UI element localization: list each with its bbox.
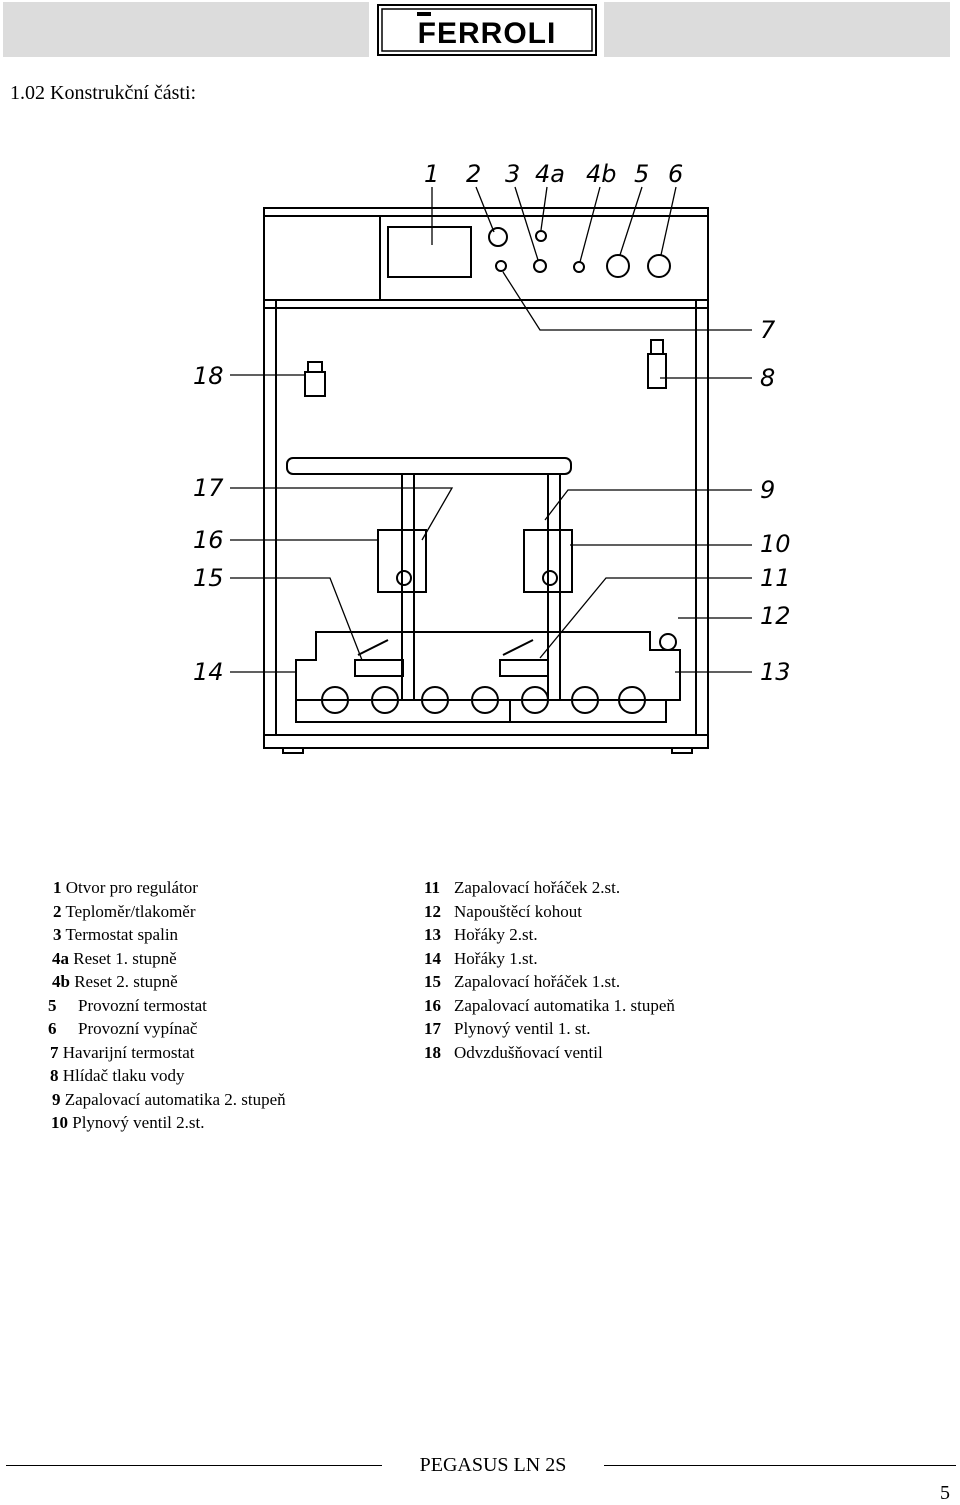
diagram-label-9: 9 [760, 476, 775, 504]
diagram-label-4a: 4a [535, 160, 565, 188]
section-title: 1.02 Konstrukční části: [10, 82, 197, 104]
legend-item: 13 Hořáky 2.st. [424, 923, 844, 947]
legend-item: 8 Hlídač tlaku vody [0, 1064, 400, 1088]
legend-right: 11 Zapalovací hořáček 2.st. 12 Napouštěcí … [424, 876, 844, 1064]
legend-text: Otvor pro regulátor [65, 878, 198, 897]
footer-rule-right [604, 1465, 956, 1466]
legend-num: 9 [52, 1089, 61, 1109]
diagram-label-7: 7 [760, 316, 776, 344]
legend-item: 4a Reset 1. stupně [0, 947, 400, 971]
footer-title: PEGASUS LN 2S [419, 1454, 567, 1476]
legend-num: 8 [50, 1066, 59, 1085]
legend-text: Havarijní termostat [62, 1042, 195, 1062]
diagram-label-11: 11 [760, 564, 791, 592]
legend-item: 17 Plynový ventil 1. st. [424, 1017, 844, 1041]
legend-item: 14 Hořáky 1.st. [424, 947, 844, 971]
legend-num: 7 [50, 1042, 59, 1062]
legend-text: Reset 2. stupně [74, 972, 178, 991]
diagram-label-14: 14 [193, 658, 224, 686]
diagram-label-17: 17 [193, 474, 224, 502]
legend-item: 1 Otvor pro regulátor [0, 876, 400, 900]
legend-text: Odvzdušňovací ventil [454, 1042, 603, 1062]
legend-text: Napouštěcí kohout [454, 901, 582, 921]
legend-text: Zapalovací hořáček 1.st. [454, 972, 621, 991]
legend-item: 18 Odvzdušňovací ventil [424, 1041, 844, 1065]
legend-num: 15 [424, 972, 441, 991]
legend-item: 5 Provozní termostat [0, 994, 400, 1018]
legend-item: 6 Provozní vypínač [0, 1017, 400, 1041]
legend-text: Reset 1. stupně [73, 948, 177, 968]
legend-text: Hlídač tlaku vody [62, 1066, 185, 1085]
legend-num: 12 [424, 901, 441, 921]
header-bar-right [604, 2, 950, 57]
legend-num: 4a [52, 948, 69, 968]
diagram-label-1: 1 [424, 160, 439, 188]
legend-text: Plynový ventil 2.st. [72, 1113, 205, 1132]
diagram-label-3: 3 [505, 160, 520, 188]
legend-item: 11 Zapalovací hořáček 2.st. [424, 876, 844, 900]
legend-num: 5 [48, 995, 57, 1015]
footer-rule-left [6, 1465, 382, 1466]
legend-text: Hořáky 1.st. [454, 948, 538, 968]
legend-num: 11 [424, 878, 441, 897]
diagram-label-6: 6 [668, 160, 683, 188]
diagram-label-10: 10 [760, 530, 791, 558]
legend-num: 16 [424, 995, 441, 1015]
diagram-label-4b: 4b [586, 160, 617, 188]
legend-item: 7 Havarijní termostat [0, 1041, 400, 1065]
legend-item: 10 Plynový ventil 2.st. [0, 1111, 400, 1135]
boiler-diagram: 1 2 3 4a 4b 5 6 7 8 9 10 11 12 13 14 15 … [193, 160, 791, 754]
legend-num: 10 [51, 1113, 68, 1132]
legend-text: Provozní vypínač [78, 1019, 198, 1038]
legend-num: 17 [424, 1019, 441, 1038]
header-bar-left [3, 2, 369, 57]
diagram-label-5: 5 [634, 160, 649, 188]
legend-num: 1 [53, 878, 62, 897]
legend-num: 18 [424, 1042, 441, 1062]
legend-item: 2 Teploměr/tlakoměr [0, 900, 400, 924]
legend-text: Zapalovací automatika 1. stupeň [454, 995, 675, 1015]
legend-text: Zapalovací automatika 2. stupeň [64, 1089, 286, 1109]
legend-num: 14 [424, 948, 441, 968]
legend-item: 9 Zapalovací automatika 2. stupeň [0, 1088, 400, 1112]
legend-num: 13 [424, 925, 441, 944]
page-number: 5 [940, 1482, 950, 1504]
legend-text: Teploměr/tlakoměr [65, 901, 196, 921]
legend-item: 12 Napouštěcí kohout [424, 900, 844, 924]
legend-text: Termostat spalin [65, 925, 179, 944]
legend-item: 15 Zapalovací hořáček 1.st. [424, 970, 844, 994]
ferroli-logo: FERROLI [377, 4, 597, 56]
logo-text: FERROLI [418, 17, 557, 50]
legend-num: 2 [53, 901, 62, 921]
diagram-label-12: 12 [760, 602, 791, 630]
legend-num: 6 [48, 1019, 57, 1038]
legend-num: 4b [52, 972, 70, 991]
legend-left: 1 Otvor pro regulátor 2 Teploměr/tlakomě… [0, 876, 400, 1135]
legend-text: Provozní termostat [78, 995, 207, 1015]
diagram-label-16: 16 [193, 526, 224, 554]
diagram-label-18: 18 [193, 362, 224, 390]
diagram-label-2: 2 [466, 160, 481, 188]
diagram-label-15: 15 [193, 564, 224, 592]
legend-text: Hořáky 2.st. [454, 925, 538, 944]
legend-text: Zapalovací hořáček 2.st. [454, 878, 621, 897]
legend-item: 16 Zapalovací automatika 1. stupeň [424, 994, 844, 1018]
legend-item: 4b Reset 2. stupně [0, 970, 400, 994]
legend-text: Plynový ventil 1. st. [454, 1019, 591, 1038]
diagram-label-13: 13 [760, 658, 791, 686]
diagram-label-8: 8 [760, 364, 775, 392]
legend-num: 3 [53, 925, 62, 944]
legend-item: 3 Termostat spalin [0, 923, 400, 947]
